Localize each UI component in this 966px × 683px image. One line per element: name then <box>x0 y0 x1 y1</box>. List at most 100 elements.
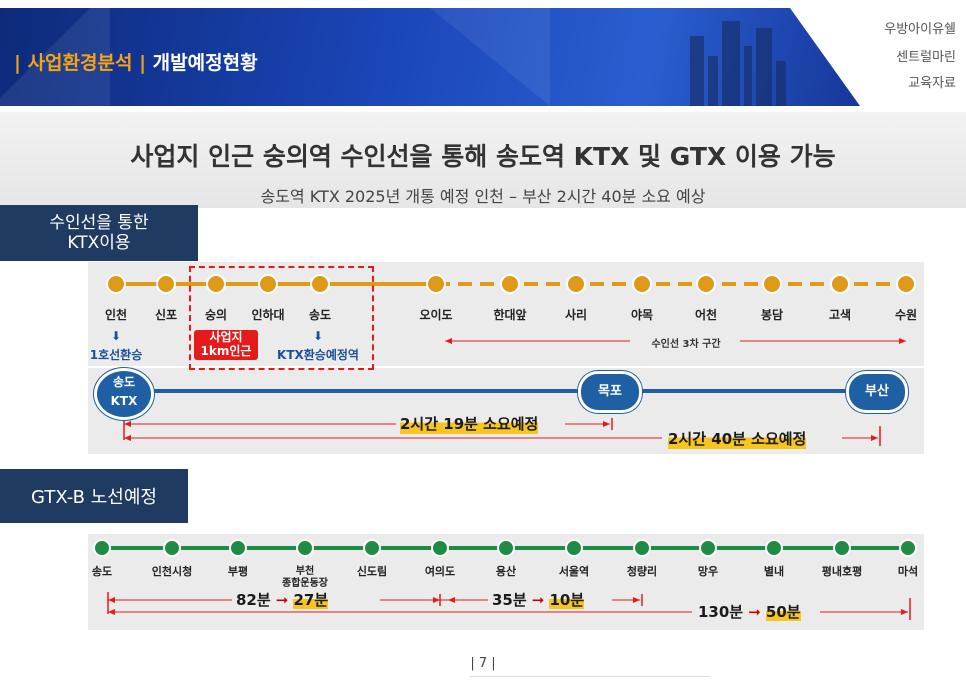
gtx-station-dot <box>163 539 181 557</box>
gtx-station-label: 신도림 <box>356 565 388 578</box>
suin-station-dot <box>310 274 330 294</box>
gtx-time2-after: 10분 <box>549 591 585 609</box>
gtx-time2-before: 35분 <box>492 591 527 609</box>
site-highlight-box <box>189 266 374 370</box>
gtx-station-dot <box>93 539 111 557</box>
gtx-station-dot <box>699 539 717 557</box>
page-subtitle: 송도역 KTX 2025년 개통 예정 인천 – 부산 2시간 40분 소요 예… <box>260 187 706 206</box>
gtx-station-label: 부평 <box>227 565 249 578</box>
suin-station-label: 야목 <box>630 308 654 322</box>
down-arrow-icon: ⬇ <box>110 329 122 343</box>
header-subsection: 개발예정현황 <box>152 52 258 74</box>
header-separator: | <box>139 52 147 74</box>
gtx-station-dot <box>633 539 651 557</box>
gtx-time3-arrowhead-left <box>108 609 115 615</box>
gtx-time1-arrowhead-left <box>108 597 115 603</box>
corner-label-2: 센트럴마린 <box>896 50 956 65</box>
ktx-tag-line1: 수인선을 통한 <box>49 213 149 233</box>
site-tag-line2: 1km인근 <box>200 344 252 358</box>
gtx-station-dot <box>497 539 515 557</box>
suin-station-dot <box>762 274 782 294</box>
gtx-station-dot <box>431 539 449 557</box>
gtx-station-dot <box>765 539 783 557</box>
gtx-station-label: 청량리 <box>626 565 658 578</box>
suin-station-dot <box>500 274 520 294</box>
suin-station-dot <box>896 274 916 294</box>
ktx-section-tag: 수인선을 통한 KTX이용 <box>0 205 198 261</box>
gtx-station-dot <box>296 539 314 557</box>
suin-station-label: 숭의 <box>204 308 228 322</box>
corner-label-1: 우방아이유쉘 <box>884 22 956 37</box>
suin-station-dot <box>696 274 716 294</box>
corner-label-3: 교육자료 <box>908 76 956 91</box>
suin-station-label: 어천 <box>694 308 718 322</box>
suin-station-label: 신포 <box>154 308 178 322</box>
arrow-right-icon: ➞ <box>531 591 545 609</box>
page-title: 사업지 인근 숭의역 수인선을 통해 송도역 KTX 및 GTX 이용 가능 <box>130 142 836 171</box>
gtx-time1: 82분 ➞ 27분 <box>236 589 329 610</box>
gtx-station-label: 용산 <box>495 565 517 578</box>
suin-station-label: 봉담 <box>760 308 784 322</box>
gtx-station-dot <box>363 539 381 557</box>
header-banner <box>0 8 860 106</box>
ktx-time2-arrowhead-left <box>124 435 131 441</box>
ktx-time-to-busan: 2시간 40분 소요예정 <box>668 428 807 449</box>
suin-station-dot <box>258 274 278 294</box>
arrow-right-icon: ➞ <box>275 591 289 609</box>
footer-divider <box>470 676 710 677</box>
ktx-tag-line2: KTX이용 <box>67 233 131 253</box>
header-title: | 사업환경분석 | 개발예정현황 <box>14 48 258 75</box>
suin-station-dot <box>426 274 446 294</box>
suin-station-dot <box>206 274 226 294</box>
gtx-time1-after: 27분 <box>293 591 329 609</box>
suin-station-label: 수원 <box>894 308 918 322</box>
headline-banner <box>0 112 966 208</box>
ktx-time1-arrowhead-right <box>603 421 610 427</box>
suin-station-dot <box>106 274 126 294</box>
gtx-time3-before: 130분 <box>698 603 744 621</box>
suin-station-label: 송도 <box>308 308 332 322</box>
ktx-time1-arrowhead-left <box>124 421 131 427</box>
gtx-station-label: 망우 <box>697 565 719 578</box>
down-arrow-icon: ⬇ <box>312 329 324 343</box>
suin-station-label: 인천 <box>104 308 128 322</box>
gtx-time1-arrowhead-right <box>433 597 440 603</box>
suin-station-dot <box>830 274 850 294</box>
ktx-stop-songdo-line2: KTX <box>110 394 138 408</box>
suin-station-label: 한대앞 <box>493 308 527 322</box>
header-section: 사업환경분석 <box>27 52 133 74</box>
gtx-station-dot <box>899 539 917 557</box>
gtx-time3-after: 50분 <box>765 603 801 621</box>
gtx-station-sublabel: 종합운동장 <box>282 578 328 589</box>
gtx-time2: 35분 ➞ 10분 <box>492 589 585 610</box>
gtx-station-label: 평내호평 <box>821 565 863 578</box>
ktx-stop-mokpo: 목포 <box>578 371 642 413</box>
suin-station-dot <box>632 274 652 294</box>
gtx-station-label: 인천시청 <box>151 565 193 578</box>
ktx-stop-songdo: 송도 KTX <box>94 368 154 420</box>
suin-station-label: 오이도 <box>419 308 453 322</box>
site-tag-line1: 사업지 <box>209 330 243 344</box>
ktx-stop-busan: 부산 <box>846 371 908 413</box>
incheon-transfer-note: 1호선환승 <box>89 348 143 362</box>
songdo-transfer-note: KTX환승예정역 <box>277 348 359 362</box>
arrow-right-icon: ➞ <box>748 603 761 621</box>
suin-station-label: 인하대 <box>251 308 285 322</box>
gtx-section-tag: GTX-B 노선예정 <box>0 469 188 523</box>
gtx-station-label: 별내 <box>763 565 785 578</box>
header-separator: | <box>14 52 21 74</box>
gtx-time1-before: 82분 <box>236 591 271 609</box>
site-proximity-tag: 사업지 1km인근 <box>194 330 258 360</box>
gtx-time3-arrowhead-right <box>901 609 908 615</box>
phase3-label: 수인선 3차 구간 <box>651 339 721 350</box>
ktx-time-to-mokpo: 2시간 19분 소요예정 <box>400 413 539 434</box>
ktx-stop-songdo-line1: 송도 <box>112 375 136 389</box>
gtx-time2-arrowhead-right <box>633 597 640 603</box>
gtx-station-label: 서울역 <box>558 565 590 578</box>
suin-station-dot <box>566 274 586 294</box>
suin-station-label: 사리 <box>564 308 588 322</box>
suin-station-label: 고색 <box>828 308 852 322</box>
ktx-time2-arrowhead-right <box>871 435 878 441</box>
gtx-station-label: 여의도 <box>424 565 456 578</box>
